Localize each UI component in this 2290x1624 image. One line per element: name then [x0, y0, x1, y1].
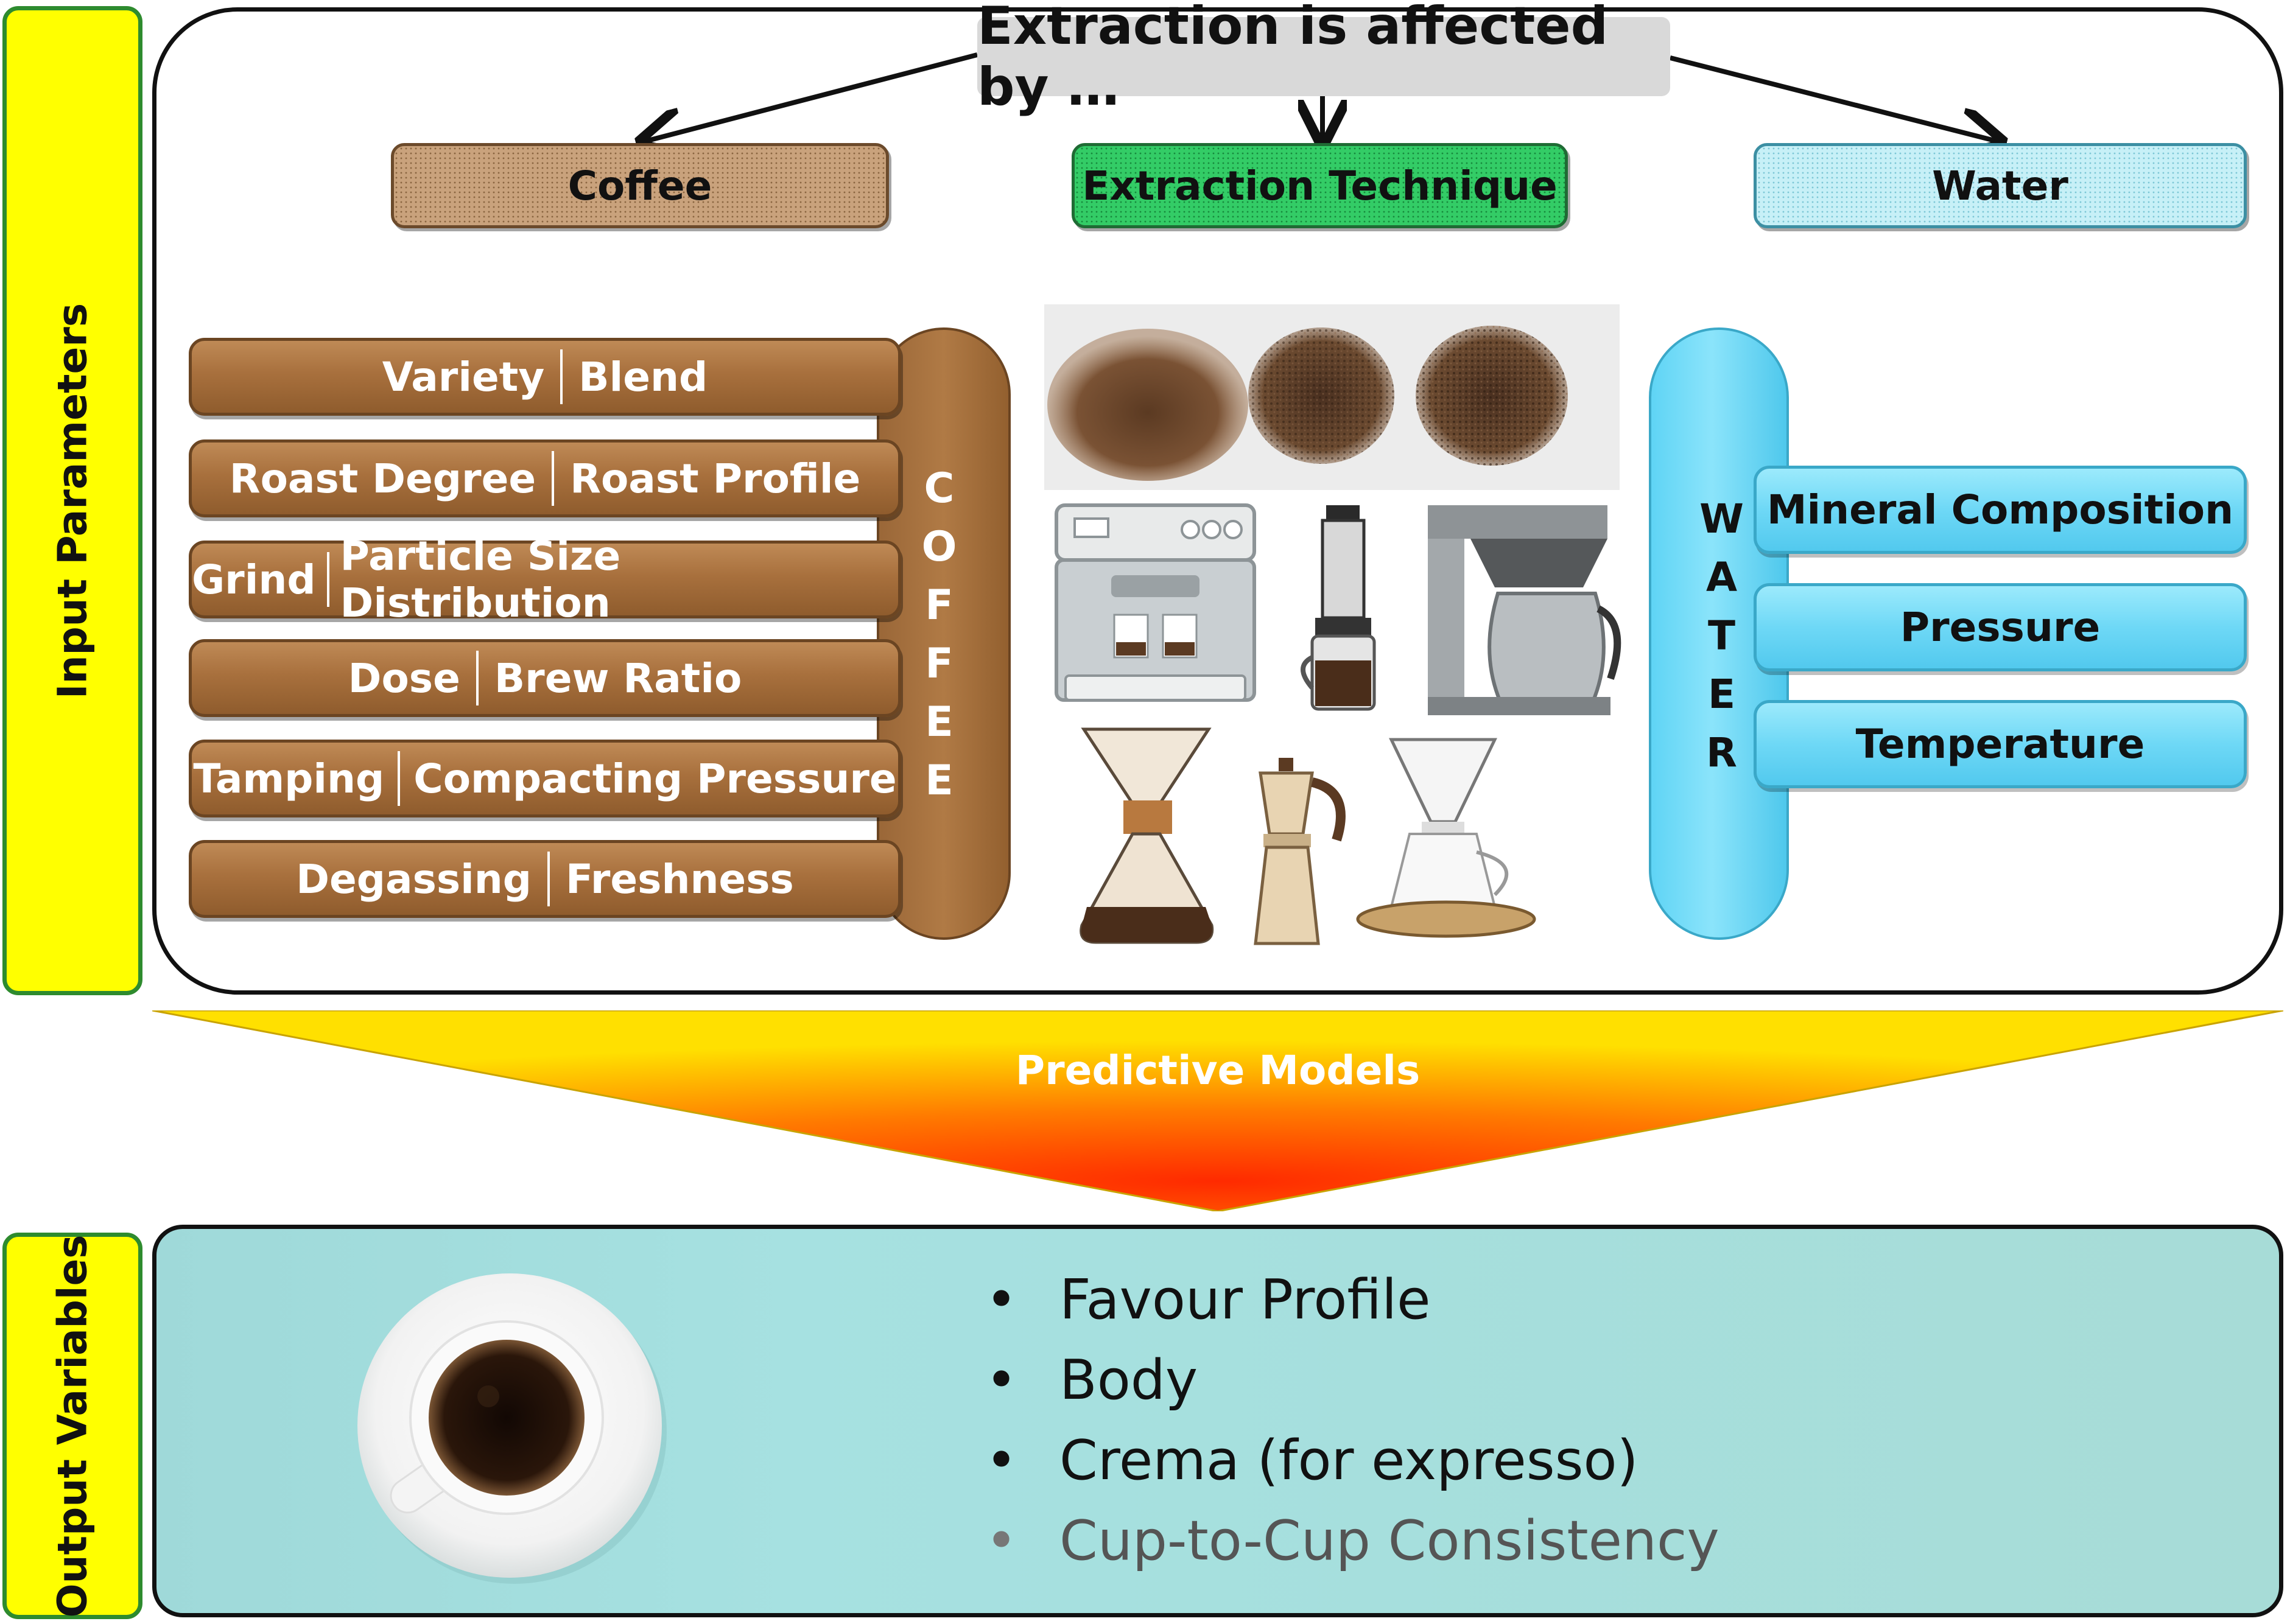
param-left: Roast Degree [229, 455, 536, 502]
divider [552, 451, 555, 506]
output-item: • Favour Profile [974, 1260, 2131, 1340]
param-right: Compacting Pressure [413, 755, 897, 802]
bullet: • [985, 1429, 1018, 1493]
output-item-text: Body [1059, 1348, 1198, 1412]
coffee-pill-letters: C O F F E E [901, 460, 977, 810]
pour-over-dripper-icon [1356, 738, 1536, 938]
arrow-to-coffee [645, 52, 978, 141]
divider [476, 651, 479, 705]
param-right: Freshness [566, 855, 794, 903]
input-parameters-text: Input Parameters [49, 303, 96, 699]
output-item-text: Favour Profile [1059, 1268, 1431, 1332]
category-water: Water [1754, 143, 2247, 228]
pill-letter: E [925, 698, 954, 746]
coffee-param-variety-blend: Variety Blend [189, 338, 901, 416]
param-left: Grind [192, 556, 316, 603]
divider [547, 852, 550, 906]
pill-letter: W [1699, 495, 1744, 542]
espresso-machine-icon [1055, 503, 1256, 702]
output-variables-list: • Favour Profile • Body • Crema (for expres… [974, 1260, 2131, 1581]
coffee-param-roast: Roast Degree Roast Profile [189, 439, 901, 517]
divider [326, 552, 329, 607]
pill-letter: F [925, 581, 954, 629]
arrow-to-water [1670, 55, 1997, 141]
param-right: Brew Ratio [494, 654, 742, 702]
param-right: Roast Profile [570, 455, 861, 502]
pill-letter: R [1706, 729, 1737, 776]
water-pill-letters: W A T E R [1684, 490, 1760, 782]
pill-letter: A [1705, 554, 1738, 601]
divider [398, 751, 401, 806]
coffee-param-degassing: Degassing Freshness [189, 840, 901, 918]
pill-letter: O [921, 523, 957, 571]
output-panel [152, 1225, 2283, 1617]
param-left: Variety [382, 353, 545, 401]
pill-letter: F [925, 640, 954, 688]
divider [560, 349, 563, 404]
coffee-pill [877, 327, 1011, 940]
water-param-temperature: Temperature [1754, 700, 2247, 788]
coffee-cup-icon [357, 1273, 667, 1584]
coffee-param-dose: Dose Brew Ratio [189, 639, 901, 717]
param-left: Dose [348, 654, 460, 702]
param-left: Tamping [193, 755, 385, 802]
aeropress-icon [1301, 505, 1376, 711]
param-right: Blend [578, 353, 708, 401]
output-variables-label: Output Variables [2, 1233, 142, 1619]
pill-letter: C [924, 464, 955, 513]
header-title: Extraction is affected by … [977, 0, 1670, 117]
input-parameters-label: Input Parameters [2, 6, 142, 995]
bullet: • [985, 1268, 1018, 1332]
header-arrows [0, 52, 2290, 243]
output-item: • Crema (for expresso) [974, 1421, 2131, 1501]
water-param-pressure: Pressure [1754, 583, 2247, 671]
predictive-models-label: Predictive Models [1015, 1047, 1421, 1094]
category-extraction-technique: Extraction Technique [1072, 143, 1568, 228]
moka-pot-icon [1254, 758, 1346, 945]
chemex-icon [1080, 727, 1214, 944]
output-item-text: Cup-to-Cup Consistency [1059, 1509, 1719, 1573]
param-right: Particle Size Distribution [340, 533, 621, 626]
coffee-param-tamping: Tamping Compacting Pressure [189, 740, 901, 817]
water-param-mineral: Mineral Composition [1754, 466, 2247, 554]
category-coffee: Coffee [391, 143, 889, 228]
output-variables-text: Output Variables [49, 1234, 96, 1618]
ground-pile-fine [1047, 329, 1248, 481]
pill-letter: E [925, 757, 954, 805]
drip-coffee-maker-icon [1428, 505, 1621, 715]
bullet: • [985, 1509, 1018, 1573]
predictive-models-arrow [152, 1010, 2283, 1211]
output-item: • Cup-to-Cup Consistency [974, 1501, 2131, 1581]
pill-letter: T [1707, 612, 1736, 659]
coffee-grounds-image [1044, 304, 1620, 490]
param-left: Degassing [296, 855, 532, 903]
bullet: • [985, 1348, 1018, 1412]
coffee-param-grind: Grind Particle Size Distribution [189, 533, 901, 626]
output-item: • Body [974, 1340, 2131, 1421]
output-item-text: Crema (for expresso) [1059, 1429, 1638, 1493]
pill-letter: E [1707, 671, 1736, 718]
